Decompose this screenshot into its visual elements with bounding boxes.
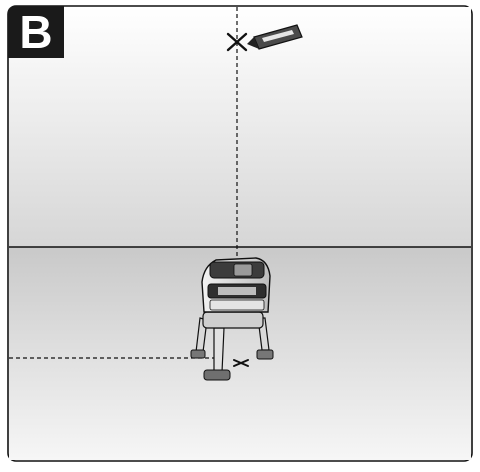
floor-cross-mark-icon: [233, 359, 249, 367]
panel-label: B: [19, 6, 53, 58]
ceiling-cross-mark-icon: [226, 32, 248, 52]
marker-pen-icon: [247, 24, 303, 50]
wall: [9, 7, 471, 247]
tripod-icon: [190, 311, 274, 381]
laser-level-icon: [201, 257, 271, 313]
panel-label-box: B: [8, 6, 64, 58]
